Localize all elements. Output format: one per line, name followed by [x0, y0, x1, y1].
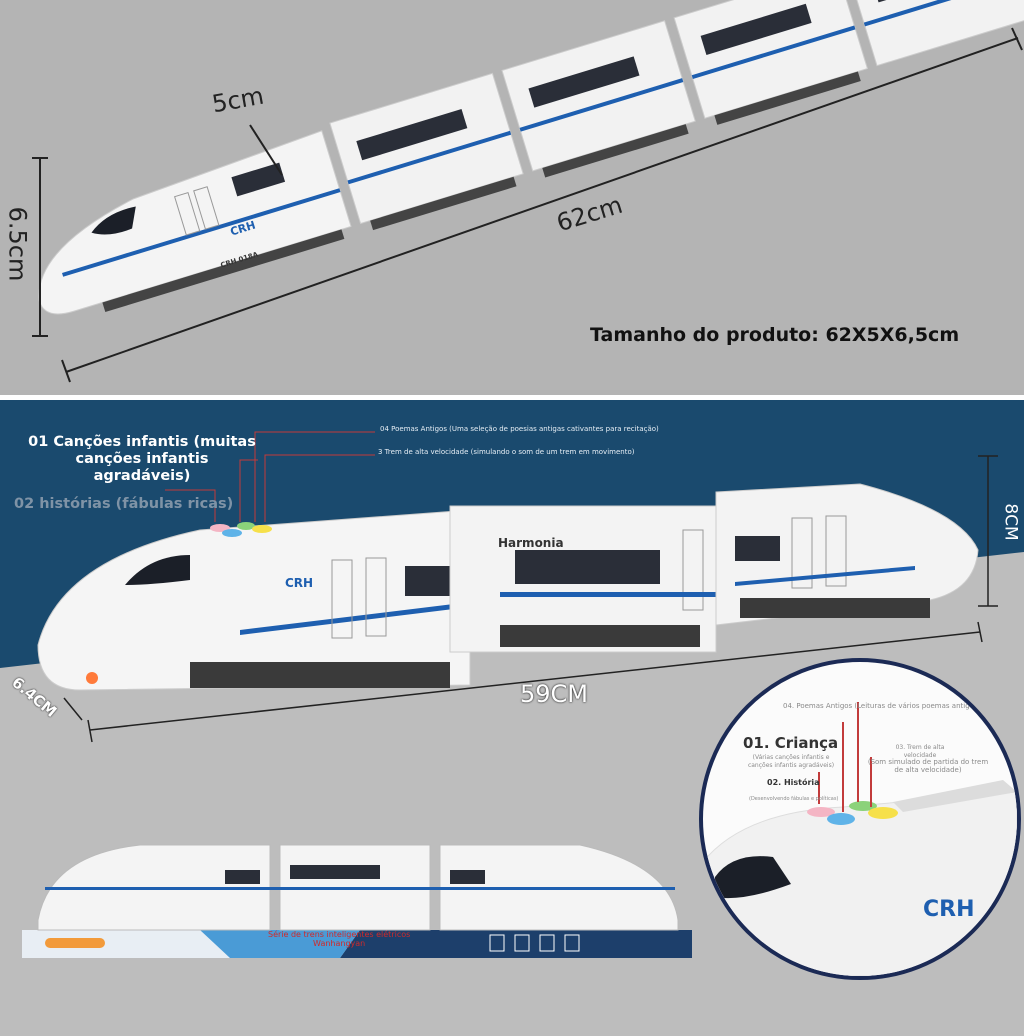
feature-01-label: 01 Canções infantis (muitas canções infa… [28, 434, 256, 484]
top-train-illustration [32, 0, 1024, 383]
height-dimension-label: 6.5cm [3, 206, 32, 282]
circle-03-title: 03. Trem de alta velocidade [895, 744, 945, 759]
train-nose-closeup [703, 702, 1017, 976]
feature-04-label: 04 Poemas Antigos (Uma seleção de poesia… [380, 425, 659, 433]
feature-02-label: 02 histórias (fábulas ricas) [14, 496, 234, 512]
train-name-label: Harmonia [498, 536, 564, 550]
package-subtitle: Wanhangyan [313, 939, 366, 948]
package-label: Série de trens inteligentes elétricos Wa… [268, 930, 410, 948]
button-detail-circle: 04. Poemas Antigos (Leituras de vários p… [699, 658, 1021, 980]
train-brand-logo: CRH [285, 576, 314, 590]
package-title: Série de trens inteligentes elétricos [268, 930, 411, 939]
product-size-text: Tamanho do produto: 62X5X6,5cm [590, 324, 960, 346]
circle-03-sub: (Som simulado de partida do trem de alta… [867, 758, 989, 774]
circle-01-sub: (Várias canções infantis e canções infan… [747, 754, 835, 769]
circle-02-sub: (Desenvolvendo fábulas e políticas) [749, 796, 839, 802]
top-panel: 6.5cm 5cm 62cm CRH CRH 018A Tamanho do p… [0, 0, 1024, 395]
length-dimension-label: 59CM [520, 680, 589, 708]
height-dimension-label: 8CM [1000, 503, 1021, 541]
bottom-train-illustration [0, 400, 1024, 958]
circle-brand-logo: CRH [923, 897, 975, 922]
circle-02-title: 02. História [767, 778, 820, 787]
circle-01-title: 01. Criança [743, 734, 839, 752]
feature-03-label: 3 Trem de alta velocidade (simulando o s… [378, 448, 635, 456]
circle-04-label: 04. Poemas Antigos (Leituras de vários p… [783, 702, 1021, 710]
